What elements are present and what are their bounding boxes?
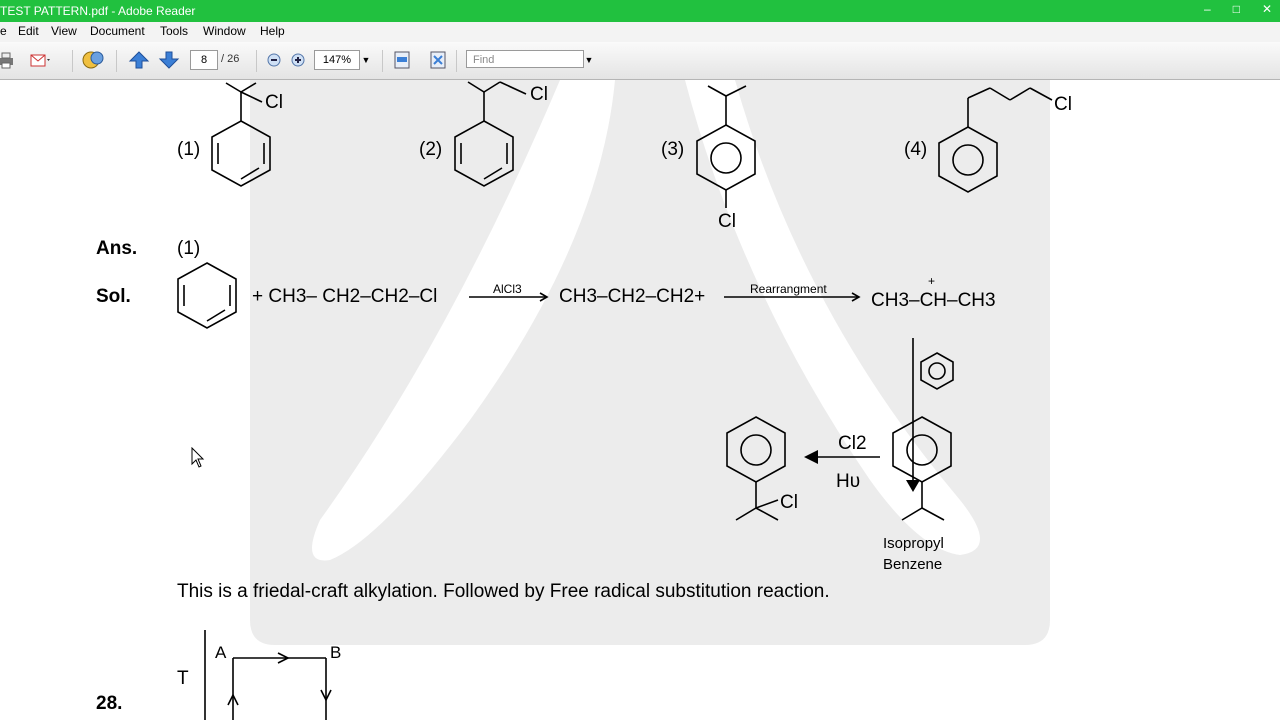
option-3-cl: Cl <box>718 211 736 232</box>
menu-file[interactable]: e <box>0 24 7 38</box>
primary-carbocation: CH3–CH2–CH2+ <box>559 286 706 307</box>
next-page-icon[interactable] <box>157 48 181 72</box>
menu-view[interactable]: View <box>51 24 77 38</box>
collaborate-icon[interactable] <box>82 48 106 72</box>
menu-tools[interactable]: Tools <box>160 24 189 38</box>
find-dropdown-chevron-icon[interactable]: ▼ <box>584 55 594 65</box>
window-controls: – □ ✕ <box>1204 2 1272 16</box>
ans-label: Ans. <box>96 238 138 259</box>
zoom-out-icon[interactable] <box>262 48 286 72</box>
print-icon[interactable] <box>0 48 18 72</box>
question-graph <box>204 630 332 720</box>
fit-width-icon[interactable] <box>390 48 414 72</box>
product-name-line1: Isopropyl <box>883 535 944 552</box>
carbocation-charge: + <box>928 274 936 288</box>
menu-window[interactable]: Window <box>203 24 246 38</box>
option-4-cl: Cl <box>1054 94 1072 115</box>
document-page[interactable]: (1) Cl (2) Cl (3) Cl (4) Cl Ans. (1) Sol… <box>0 80 1280 720</box>
option-2-cl: Cl <box>530 84 548 105</box>
option-structures <box>211 81 1053 208</box>
watermark <box>250 80 1050 645</box>
window-title: TEST PATTERN.pdf - Adobe Reader <box>0 4 196 18</box>
option-4-label: (4) <box>904 139 928 160</box>
close-button[interactable]: ✕ <box>1261 2 1272 16</box>
graph-y-axis-label: T <box>177 668 189 689</box>
zoom-input[interactable]: 147% <box>314 50 360 70</box>
secondary-carbocation: CH3–CH–CH3 <box>871 290 996 311</box>
option-1-cl: Cl <box>265 92 283 113</box>
page-total: / 26 <box>221 53 240 65</box>
graph-point-b: B <box>330 643 342 662</box>
explanation-text: This is a friedal-craft alkylation. Foll… <box>177 581 830 602</box>
fit-page-icon[interactable] <box>426 48 450 72</box>
previous-page-icon[interactable] <box>127 48 151 72</box>
product-name-line2: Benzene <box>883 556 943 573</box>
page-number-input[interactable]: 8 <box>190 50 218 70</box>
reaction-scheme <box>177 262 954 521</box>
product-cl: Cl <box>780 492 798 513</box>
option-3-label: (3) <box>661 139 685 160</box>
menu-document[interactable]: Document <box>90 24 145 38</box>
ans-value: (1) <box>177 238 201 259</box>
find-input[interactable]: Find <box>466 50 584 68</box>
rearrangement-label: Rearrangment <box>750 282 827 296</box>
catalyst-label: AlCl3 <box>493 282 522 296</box>
menu-help[interactable]: Help <box>260 24 285 38</box>
graph-point-a: A <box>215 643 227 662</box>
email-icon[interactable] <box>28 48 52 72</box>
menu-bar: e Edit View Document Tools Window Help <box>0 22 1280 42</box>
sol-label: Sol. <box>96 286 131 307</box>
light-condition: Hυ <box>836 471 861 492</box>
question-number: 28. <box>96 693 123 714</box>
chlorine-reagent: Cl2 <box>838 433 867 454</box>
menu-edit[interactable]: Edit <box>18 24 39 38</box>
reactant-chain: + CH3– CH2–CH2–Cl <box>252 286 438 307</box>
option-2-label: (2) <box>419 139 443 160</box>
zoom-dropdown-chevron-icon[interactable]: ▼ <box>361 55 371 65</box>
option-1-label: (1) <box>177 139 201 160</box>
zoom-in-icon[interactable] <box>286 48 310 72</box>
minimize-button[interactable]: – <box>1204 2 1211 16</box>
mouse-cursor-icon <box>191 447 205 468</box>
maximize-button[interactable]: □ <box>1232 2 1240 16</box>
title-bar: TEST PATTERN.pdf - Adobe Reader – □ ✕ <box>0 0 1280 22</box>
